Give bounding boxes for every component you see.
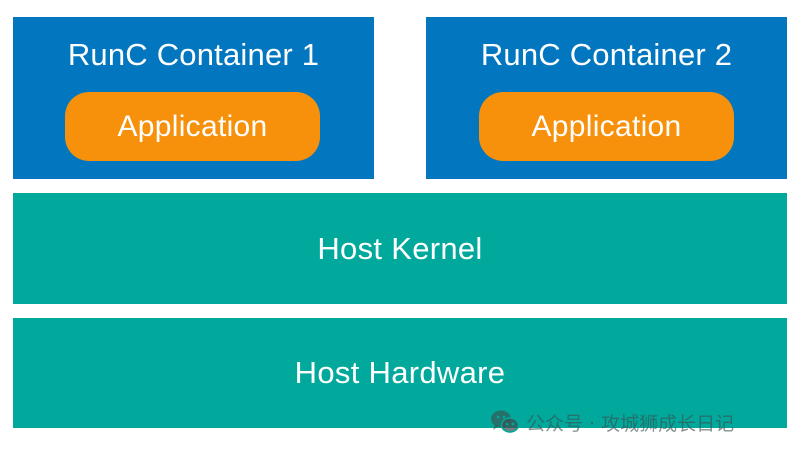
runc-container-2: RunC Container 2 Application	[426, 17, 787, 179]
host-hardware-label: Host Hardware	[294, 355, 506, 390]
host-hardware-layer: Host Hardware	[13, 318, 787, 428]
runc-container-1: RunC Container 1 Application	[13, 17, 374, 179]
application-box: Application	[479, 92, 734, 161]
container-title: RunC Container 2	[480, 37, 733, 72]
host-kernel-label: Host Kernel	[317, 230, 483, 266]
watermark-text: 公众号 · 攻城狮成长日记	[526, 412, 735, 435]
container-title: RunC Container 1	[67, 37, 320, 72]
watermark: 公众号 · 攻城狮成长日记	[490, 408, 734, 436]
application-box: Application	[65, 92, 320, 161]
application-label: Application	[531, 109, 682, 143]
host-kernel-layer: Host Kernel	[13, 193, 787, 304]
wechat-icon	[491, 410, 520, 433]
application-label: Application	[117, 109, 268, 143]
